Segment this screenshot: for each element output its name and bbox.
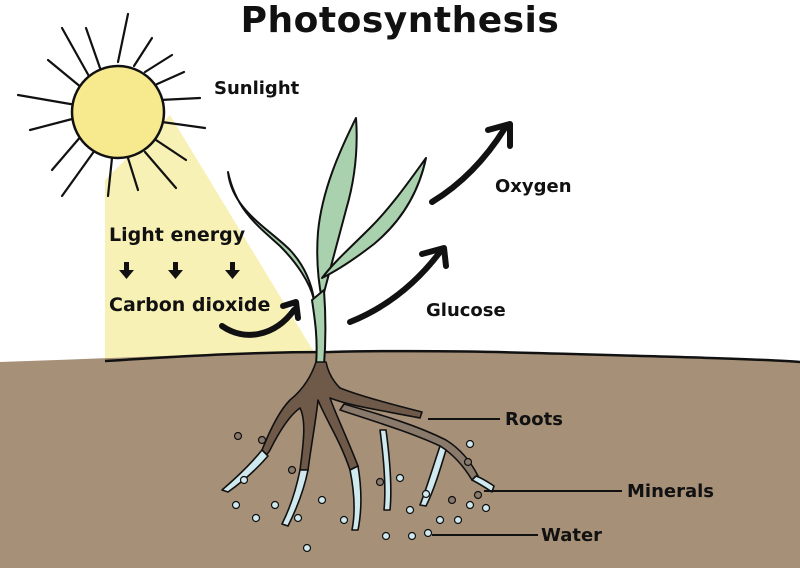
label-light-energy: Light energy [109,224,246,246]
label-carbon-dioxide: Carbon dioxide [109,294,271,316]
label-minerals: Minerals [627,481,715,502]
label-oxygen: Oxygen [495,176,572,197]
down-arrow-icon [119,262,240,279]
curved-arrow-icon [219,121,513,338]
label-water: Water [541,525,603,546]
soil [0,351,800,568]
ground-line [104,349,800,364]
label-glucose: Glucose [426,300,506,321]
mineral-water-particles [231,431,491,553]
label-roots: Roots [505,409,563,430]
leader-lines [428,418,622,536]
sun-icon [16,12,207,198]
label-sunlight: Sunlight [214,78,300,99]
page-title: Photosynthesis [240,0,560,41]
light-beam [105,115,320,362]
